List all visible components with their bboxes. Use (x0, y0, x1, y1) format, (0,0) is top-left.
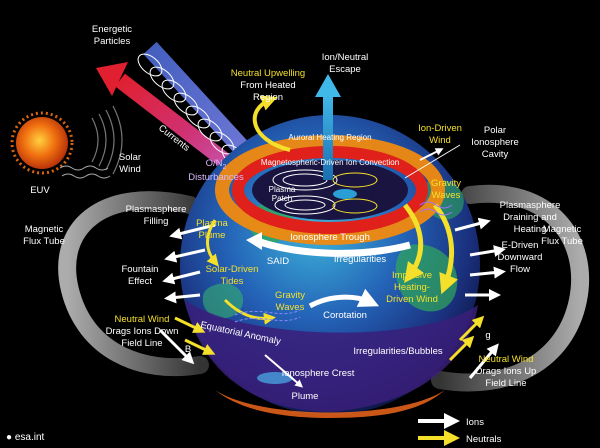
label-neutral-upwelling-2: From Heated (240, 80, 295, 91)
label-flux-tube-right-1: Magnetic (543, 224, 582, 235)
label-neutral-upwelling-1: Neutral Upwelling (231, 68, 305, 79)
ion-convection-cells (272, 169, 378, 215)
legend: Ions Neutrals (418, 413, 502, 446)
label-flux-tube-left-1: Magnetic (25, 224, 64, 235)
label-plasmasphere-filling-1: Plasmasphere (126, 204, 187, 215)
label-gravity-waves-top-1: Gravity (431, 178, 461, 189)
label-implusive-3: Driven Wind (386, 294, 438, 305)
label-plasmasphere-draining-3: Heating (514, 224, 547, 235)
label-energetic-particles-2: Particles (94, 36, 131, 47)
solar-wind-waves (91, 105, 123, 175)
legend-ions-label: Ions (466, 417, 484, 428)
corotation-arrow (308, 288, 380, 309)
label-solar-tides-1: Solar-Driven (206, 264, 259, 275)
label-plasma-patch-2: Patch (272, 194, 292, 203)
label-ion-driven-wind-1: Ion-Driven (418, 123, 462, 134)
left-flow-arrows (158, 223, 216, 365)
label-e-driven-3: Flow (510, 264, 530, 275)
ion-neutral-escape-arrow (315, 74, 341, 180)
neutral-upwelling-arrow (252, 95, 291, 152)
label-neutral-upwelling-3: Region (253, 92, 283, 103)
label-plasmasphere-filling-2: Filling (144, 216, 169, 227)
label-neutral-wind-right-2: Drags Ions Up (476, 366, 537, 377)
label-b-left: B (185, 344, 191, 355)
label-flux-tube-left-2: Flux Tube (23, 236, 65, 247)
plasma-patch (333, 189, 357, 199)
gravity-waves-mid (234, 309, 301, 323)
label-fountain-2: Effect (128, 276, 152, 287)
label-fountain-1: Fountain (122, 264, 159, 275)
label-ion-neutral-escape-2: Escape (329, 64, 361, 75)
right-flow-arrows (448, 217, 506, 379)
label-solar-wind-1: Solar (119, 152, 141, 163)
label-ionosphere-crest: Ionosphere Crest (282, 368, 355, 379)
gravity-waves-right (419, 201, 453, 216)
label-neutral-wind-right-3: Field Line (485, 378, 526, 389)
ion-driven-wind-arrow (419, 148, 444, 161)
label-plasma-patch-1: Plasma (269, 185, 296, 194)
label-corotation: Corotation (323, 310, 367, 321)
label-irregularities-top: Irregularities (334, 254, 387, 265)
label-said: SAID (267, 256, 289, 267)
label-auroral-heating: Auroral Heating Region (288, 133, 371, 142)
label-polar-cavity-1: Polar (484, 125, 506, 136)
label-neutral-wind-left-2: Drags Ions Down (106, 326, 179, 337)
label-euv: EUV (30, 185, 50, 196)
label-plasma-plume-2: Plume (199, 230, 226, 241)
ionosphere-trough-arrow (246, 232, 411, 257)
label-ion-neutral-escape-1: Ion/Neutral (322, 52, 368, 63)
label-ionosphere-trough: Ionosphere Trough (290, 232, 370, 243)
credit: ● esa.int (6, 432, 45, 443)
label-implusive-2: Heating- (394, 282, 430, 293)
polar-cavity-arrow (404, 144, 461, 179)
legend-neutrals-label: Neutrals (466, 434, 502, 445)
label-gravity-waves-top-2: Waves (432, 190, 461, 201)
label-solar-tides-2: Tides (221, 276, 244, 287)
label-neutral-wind-left-3: Field Line (121, 338, 162, 349)
solar-driven-tides-arrows (206, 219, 276, 325)
label-g-right: g (485, 330, 490, 341)
label-neutral-wind-right-1: Neutral Wind (479, 354, 534, 365)
label-plasmasphere-draining-1: Plasmasphere (500, 200, 561, 211)
magnetic-flux-tube-right (431, 184, 590, 392)
label-neutral-wind-left-1: Neutral Wind (115, 314, 170, 325)
label-solar-wind-2: Wind (119, 164, 141, 175)
label-plasmasphere-draining-2: Draining and (503, 212, 557, 223)
label-polar-cavity-3: Cavity (482, 149, 509, 160)
implusive-heating-arrow (403, 203, 458, 295)
sun-icon (10, 111, 74, 175)
label-ion-driven-wind-2: Wind (429, 135, 451, 146)
label-gravity-waves-mid-2: Waves (276, 302, 305, 313)
label-e-driven-1: E-Driven (502, 240, 539, 251)
label-mag-ion-convection: Magnetospheric-Driven Ion Convection (261, 158, 399, 167)
label-disturbances: Disturbances (188, 172, 244, 183)
label-gravity-waves-mid-1: Gravity (275, 290, 305, 301)
label-plasma-plume-1: Plasma (196, 218, 228, 229)
label-e-driven-2: Downward (498, 252, 543, 263)
label-flux-tube-right-2: Flux Tube (541, 236, 583, 247)
label-irregularities-bubbles: Irregularities/Bubbles (353, 346, 442, 357)
label-o-n2: O/N2 (206, 158, 227, 171)
coil-helix (137, 53, 247, 168)
magnetic-flux-tube-left (58, 191, 209, 377)
ionosphere-crest-arrow (264, 354, 304, 388)
label-polar-cavity-2: Ionosphere (471, 137, 519, 148)
label-plume: Plume (292, 391, 319, 402)
euv-rays (59, 165, 111, 179)
label-implusive-1: Implusive (392, 270, 432, 281)
label-energetic-particles-1: Energetic (92, 24, 132, 35)
